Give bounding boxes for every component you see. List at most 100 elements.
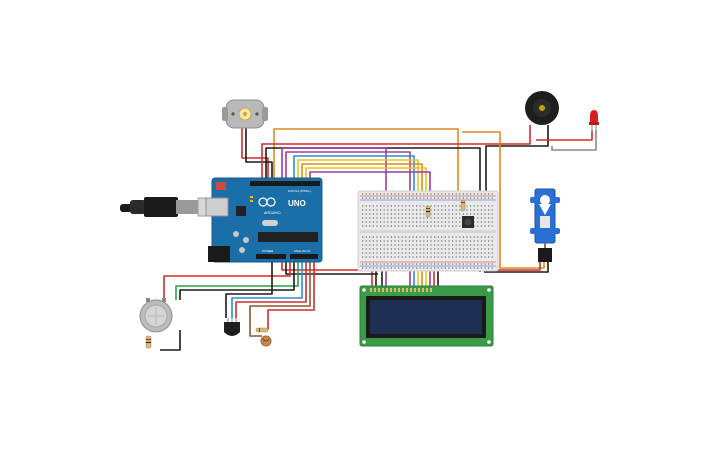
breadboard-hole <box>434 217 436 219</box>
breadboard-hole <box>459 197 461 199</box>
breadboard-hole <box>419 209 421 211</box>
gas-sensor[interactable] <box>139 298 173 333</box>
breadboard-hole <box>376 244 378 246</box>
breadboard-hole <box>426 248 428 250</box>
reset-button[interactable] <box>216 182 226 190</box>
servo-motor[interactable] <box>530 188 560 262</box>
breadboard-hole <box>365 217 367 219</box>
pushbutton[interactable] <box>462 216 474 228</box>
breadboard-hole <box>412 263 414 265</box>
resistor[interactable] <box>460 199 466 212</box>
breadboard-hole <box>394 252 396 254</box>
breadboard-hole <box>473 248 475 250</box>
breadboard-hole <box>466 240 468 242</box>
breadboard-hole <box>394 221 396 223</box>
breadboard-hole <box>480 225 482 227</box>
breadboard-hole <box>362 248 364 250</box>
breadboard-hole <box>362 213 364 215</box>
breadboard-hole <box>383 256 385 258</box>
breadboard-hole <box>430 221 432 223</box>
breadboard-hole <box>405 221 407 223</box>
breadboard-hole <box>423 225 425 227</box>
breadboard-hole <box>455 221 457 223</box>
breadboard-hole <box>383 205 385 207</box>
breadboard-hole <box>369 248 371 250</box>
breadboard-hole <box>491 252 493 254</box>
breadboard-hole <box>470 263 472 265</box>
resistor[interactable] <box>255 327 269 333</box>
breadboard-hole <box>390 240 392 242</box>
breadboard-hole <box>448 263 450 265</box>
breadboard-hole <box>430 197 432 199</box>
breadboard-hole <box>466 267 468 269</box>
breadboard-hole <box>491 244 493 246</box>
breadboard-hole <box>394 193 396 195</box>
breadboard-hole <box>488 244 490 246</box>
breadboard-hole <box>401 263 403 265</box>
breadboard-hole <box>488 213 490 215</box>
red-led[interactable] <box>589 110 599 132</box>
breadboard-hole <box>477 252 479 254</box>
breadboard-hole <box>477 263 479 265</box>
breadboard-hole <box>455 213 457 215</box>
breadboard-hole <box>412 193 414 195</box>
resistor[interactable] <box>425 205 431 218</box>
breadboard-hole <box>376 252 378 254</box>
breadboard-hole <box>416 209 418 211</box>
breadboard-hole <box>452 240 454 242</box>
breadboard-hole <box>477 209 479 211</box>
digital-label: DIGITAL (PWM~) <box>288 189 311 193</box>
wire-motor-black <box>245 127 273 180</box>
breadboard-hole <box>401 236 403 238</box>
breadboard-hole <box>434 236 436 238</box>
resistor[interactable] <box>145 335 152 349</box>
breadboard[interactable] <box>357 190 499 272</box>
breadboard-hole <box>488 221 490 223</box>
breadboard-hole <box>480 267 482 269</box>
dc-motor[interactable] <box>222 99 268 129</box>
breadboard-hole <box>437 240 439 242</box>
breadboard-hole <box>405 225 407 227</box>
breadboard-hole <box>383 236 385 238</box>
breadboard-hole <box>394 225 396 227</box>
breadboard-hole <box>455 225 457 227</box>
breadboard-hole <box>387 267 389 269</box>
wire-motor-red <box>241 127 269 180</box>
breadboard-hole <box>426 217 428 219</box>
breadboard-hole <box>484 248 486 250</box>
breadboard-hole <box>408 221 410 223</box>
piezo-buzzer[interactable] <box>525 91 559 125</box>
breadboard-hole <box>488 263 490 265</box>
temperature-sensor[interactable] <box>224 318 240 336</box>
arduino-uno[interactable]: UNO ARDUINO DIGITAL (PWM~) POWER ANALOG … <box>205 177 323 263</box>
breadboard-hole <box>488 217 490 219</box>
breadboard-hole <box>470 205 472 207</box>
breadboard-hole <box>383 248 385 250</box>
breadboard-hole <box>480 252 482 254</box>
breadboard-hole <box>372 193 374 195</box>
breadboard-hole <box>408 263 410 265</box>
photoresistor[interactable] <box>260 335 272 347</box>
breadboard-hole <box>383 213 385 215</box>
breadboard-hole <box>459 209 461 211</box>
breadboard-hole <box>401 193 403 195</box>
lcd-16x2[interactable] <box>359 285 494 347</box>
breadboard-hole <box>372 205 374 207</box>
breadboard-hole <box>437 225 439 227</box>
breadboard-hole <box>365 209 367 211</box>
breadboard-hole <box>459 244 461 246</box>
breadboard-hole <box>473 213 475 215</box>
breadboard-hole <box>362 205 364 207</box>
breadboard-hole <box>441 267 443 269</box>
breadboard-hole <box>390 205 392 207</box>
breadboard-hole <box>434 209 436 211</box>
breadboard-hole <box>473 236 475 238</box>
breadboard-hole <box>470 267 472 269</box>
breadboard-hole <box>452 263 454 265</box>
breadboard-hole <box>477 267 479 269</box>
breadboard-hole <box>412 267 414 269</box>
breadboard-hole <box>459 213 461 215</box>
breadboard-hole <box>380 209 382 211</box>
wire-gas-green <box>175 262 299 300</box>
breadboard-hole <box>423 244 425 246</box>
